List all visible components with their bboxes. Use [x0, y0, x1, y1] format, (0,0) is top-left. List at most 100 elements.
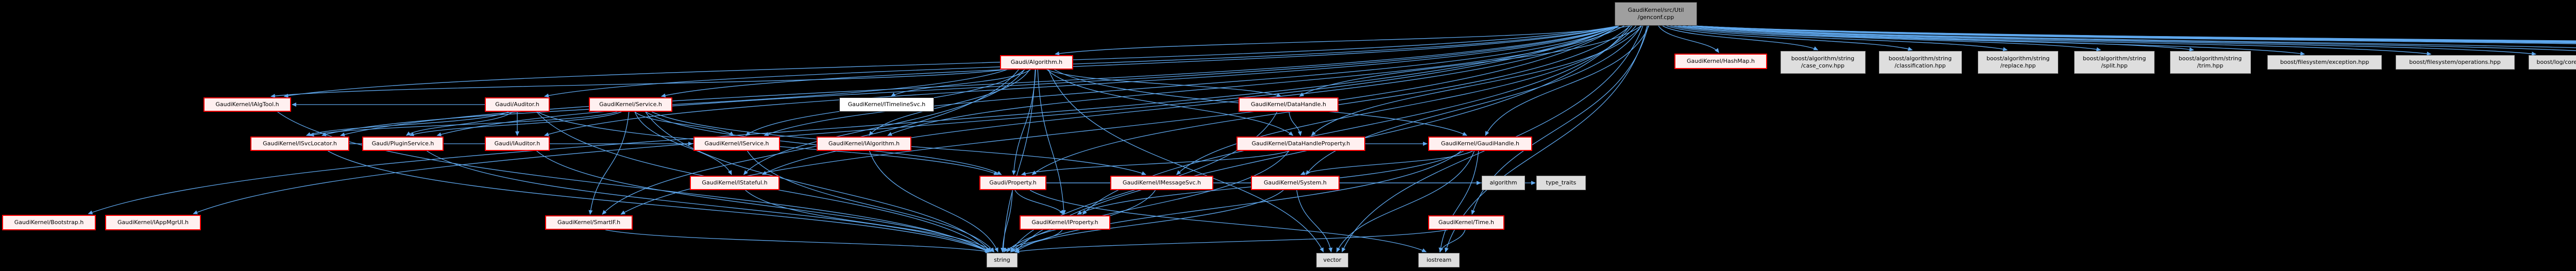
graph-node-iappmgrui[interactable]: GaudiKernel/IAppMgrUI.h — [105, 215, 201, 230]
edge-isvclocator-to-string — [328, 150, 990, 252]
graph-node-string: string — [987, 253, 1018, 267]
edge-gaudihandle-to-iostream — [1438, 150, 1479, 252]
graph-node-fs_exception: boost/filesystem/exception.hpp — [2267, 55, 2382, 70]
graph-node-iproperty[interactable]: GaudiKernel/IProperty.h — [1020, 215, 1110, 230]
graph-node-itimelinesvc: GaudiKernel/ITimelineSvc.h — [839, 97, 934, 112]
graph-node-system[interactable]: GaudiKernel/System.h — [1251, 176, 1340, 190]
graph-node-vector: vector — [1316, 253, 1348, 267]
edge-algorithm_h-to-iproperty — [1037, 69, 1066, 215]
edge-datahandleproperty-to-string — [1010, 150, 1290, 252]
edge-algorithm_h-to-datahandle — [1046, 69, 1282, 97]
edge-root-to-iappmgrui — [193, 25, 1619, 214]
edge-service-to-iservice — [634, 111, 734, 136]
graph-node-smartif[interactable]: GaudiKernel/SmartIF.h — [545, 215, 633, 230]
edge-service-to-string — [645, 111, 992, 252]
edge-gaudihandle-to-system — [1300, 150, 1473, 175]
edge-gaudihandle-to-string — [1014, 150, 1462, 252]
graph-node-algorithm: algorithm — [1482, 176, 1525, 190]
edge-root-to-case_conv — [1662, 25, 1819, 50]
graph-node-replace: boost/algorithm/string /replace.hpp — [1978, 51, 2058, 74]
edge-root-to-log_expressions — [1692, 25, 2576, 52]
edge-istateful-to-string — [745, 190, 995, 252]
graph-node-ialgorithm[interactable]: GaudiKernel/IAlgorithm.h — [817, 137, 911, 151]
edge-root-to-log_trivial — [1692, 25, 2576, 48]
edge-root-to-algorithm_h — [1055, 25, 1632, 56]
edge-root-to-iauditor — [544, 25, 1619, 137]
graph-node-hashmap[interactable]: GaudiKernel/HashMap.h — [1674, 54, 1767, 69]
graph-node-auditor[interactable]: Gaudi/Auditor.h — [485, 97, 550, 112]
edge-root-to-hashmap — [1658, 25, 1719, 53]
edge-root-to-service — [660, 25, 1619, 98]
edge-root-to-gaudihandle — [1485, 25, 1649, 136]
edge-root-to-replace — [1670, 25, 2008, 52]
edge-root-to-iservice — [764, 25, 1619, 136]
graph-node-istateful[interactable]: GaudiKernel/IStateful.h — [690, 176, 779, 190]
graph-node-isvclocator[interactable]: GaudiKernel/ISvcLocator.h — [250, 137, 349, 151]
graph-node-imessagesvc[interactable]: GaudiKernel/IMessageSvc.h — [1110, 176, 1213, 190]
edge-algorithm_h-to-itimelinesvc — [890, 69, 1031, 97]
graph-node-iauditor[interactable]: Gaudi/IAuditor.h — [485, 137, 550, 151]
edge-service-to-isvclocator — [309, 111, 618, 137]
edge-root-to-ialgtool — [283, 25, 1619, 98]
edge-auditor-to-isvclocator — [306, 111, 509, 137]
edge-root-to-datahandleproperty — [1311, 25, 1642, 136]
graph-node-split: boost/algorithm/string /split.hpp — [2074, 51, 2155, 74]
graph-node-iostream: iostream — [1418, 253, 1460, 267]
edge-algorithm_h-to-string — [1001, 69, 1036, 252]
edge-root-to-ialgorithm — [887, 25, 1624, 136]
edge-root-to-sstream — [1692, 25, 2576, 41]
edge-smartif-to-string — [605, 229, 990, 253]
edge-root-to-imessagesvc — [1176, 25, 1637, 175]
edge-time-to-string — [1014, 229, 1448, 253]
edge-root-to-fs_operations — [1687, 25, 2432, 56]
edge-algorithm_h-to-vector — [1048, 69, 1324, 252]
edge-property-to-string — [1001, 190, 1013, 252]
edge-root-to-pluginservice — [436, 25, 1619, 137]
edge-root-to-fs_exception — [1682, 25, 2306, 56]
graph-node-pluginservice[interactable]: Gaudi/PluginService.h — [362, 137, 444, 151]
edge-algorithm_h-to-ialgtool — [270, 69, 1005, 98]
graph-node-datahandle[interactable]: GaudiKernel/DataHandle.h — [1239, 97, 1338, 112]
graph-node-algorithm_h[interactable]: Gaudi/Algorithm.h — [1000, 55, 1073, 70]
edge-property-to-iostream — [1029, 190, 1427, 252]
edge-algorithm_h-to-ialgorithm — [869, 69, 1030, 136]
graph-node-gaudihandle[interactable]: GaudiKernel/GaudiHandle.h — [1428, 137, 1532, 151]
edge-iproperty-to-string — [1003, 229, 1063, 252]
edge-root-to-split — [1674, 25, 2102, 52]
edge-root-to-log_core — [1692, 25, 2537, 56]
edge-service-to-pluginservice — [409, 111, 622, 137]
graph-node-service[interactable]: GaudiKernel/Service.h — [589, 97, 672, 112]
graph-node-datahandleproperty[interactable]: GaudiKernel/DataHandleProperty.h — [1236, 137, 1365, 151]
edge-algorithm_h-to-istateful — [743, 69, 1025, 175]
graph-node-property[interactable]: Gaudi/Property.h — [979, 176, 1046, 190]
edge-root-to-auditor — [544, 25, 1619, 98]
graph-node-fs_operations: boost/filesystem/operations.hpp — [2395, 55, 2515, 70]
edge-time-to-iostream — [1439, 229, 1466, 252]
graph-node-trim: boost/algorithm/string /trim.hpp — [2170, 51, 2251, 74]
edge-system-to-string — [1010, 190, 1284, 252]
graph-node-bootstrap[interactable]: GaudiKernel/Bootstrap.h — [2, 215, 96, 230]
edge-root-to-bootstrap — [88, 25, 1619, 214]
edge-algorithm_h-to-smartif — [602, 69, 1019, 215]
edge-algorithm_h-to-datahandleproperty — [1047, 69, 1294, 136]
graph-node-classification: boost/algorithm/string /classification.h… — [1878, 51, 1962, 74]
graph-node-time[interactable]: GaudiKernel/Time.h — [1428, 215, 1504, 230]
edge-gaudihandle-to-vector — [1336, 150, 1475, 252]
edge-pluginservice-to-string — [427, 150, 990, 252]
edge-iauditor-to-string — [536, 150, 990, 252]
graph-node-root: GaudiKernel/src/Util /genconf.cpp — [1615, 2, 1697, 26]
edge-property-to-iproperty — [1014, 190, 1064, 215]
edge-service-to-istateful — [634, 111, 732, 175]
edge-root-to-iostream — [1445, 25, 1648, 252]
edge-system-to-vector — [1296, 190, 1333, 252]
edge-ialgorithm-to-string — [869, 150, 998, 252]
graph-node-ialgtool[interactable]: GaudiKernel/IAlgTool.h — [204, 97, 291, 112]
graph-node-case_conv: boost/algorithm/string /case_conv.hpp — [1780, 51, 1866, 74]
edge-root-to-classification — [1666, 25, 1913, 51]
edge-iservice-to-string — [747, 150, 995, 252]
edge-datahandle-to-datahandleproperty — [1289, 111, 1302, 136]
graph-node-iservice[interactable]: GaudiKernel/IService.h — [693, 137, 780, 151]
graph-node-log_core: boost/log/core.hpp — [2529, 55, 2576, 70]
